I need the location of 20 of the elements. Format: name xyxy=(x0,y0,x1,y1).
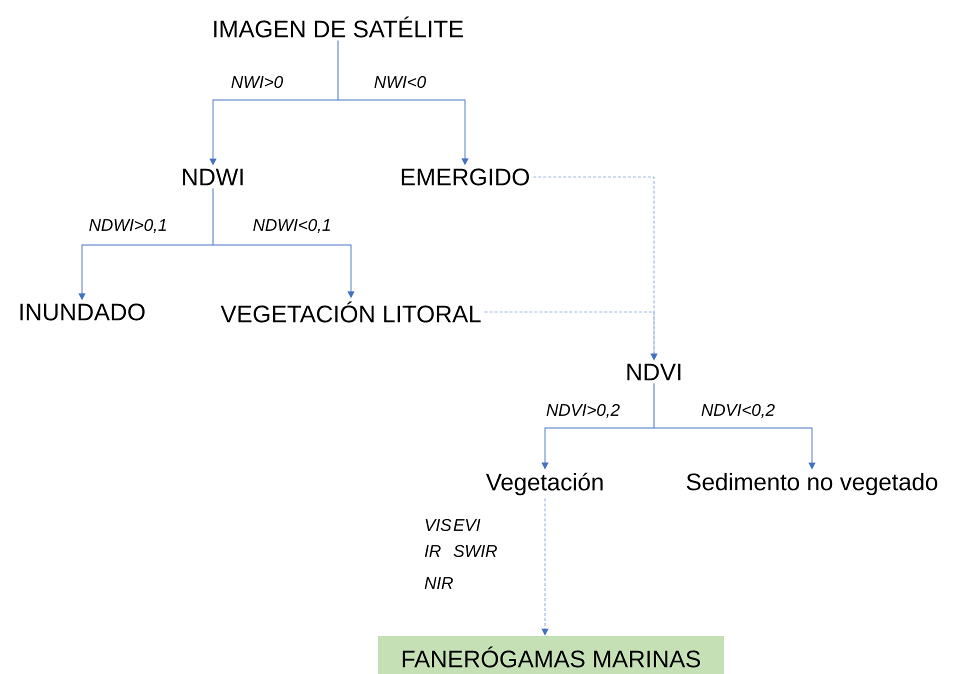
band-label: VIS xyxy=(426,519,452,531)
node-text: EMERGIDO xyxy=(402,168,529,186)
result-box: FANERÓGAMAS MARINAS xyxy=(378,636,724,674)
edge-label: NWI<0 xyxy=(374,76,426,88)
band-label: NIR xyxy=(424,577,453,589)
edge-label: NWI>0 xyxy=(231,76,283,88)
node-text: IMAGEN DE SATÉLITE xyxy=(214,16,463,38)
edge-label: NDWI<0,1 xyxy=(253,219,330,233)
node-text: NDWI xyxy=(183,168,243,186)
node-text: NDVI xyxy=(627,364,680,380)
edge-label: NDWI>0,1 xyxy=(89,219,166,233)
node-text: Sedimento no vegetado xyxy=(686,472,938,496)
band-label: SWIR xyxy=(454,545,497,557)
edge-label: NDVI<0,2 xyxy=(702,404,775,418)
band-label: IR xyxy=(424,545,441,557)
edge-label: NDVI>0,2 xyxy=(546,404,620,418)
node-text: Vegetación xyxy=(486,472,603,496)
band-label: EVI xyxy=(454,519,480,531)
node-text: VEGETACIÓN LITORAL xyxy=(220,302,481,322)
node-text: INUNDADO xyxy=(20,304,145,320)
